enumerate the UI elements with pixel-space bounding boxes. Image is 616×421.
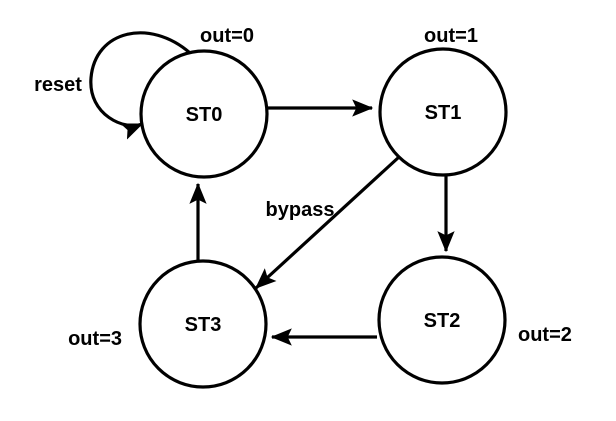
transition-st0-self-reset[interactable]: reset bbox=[34, 31, 192, 140]
state-circle-st2 bbox=[377, 255, 507, 385]
state-node-st1[interactable]: ST1 bbox=[378, 47, 508, 177]
state-node-st0[interactable]: ST0 bbox=[139, 49, 269, 179]
state-node-st2[interactable]: ST2 bbox=[377, 255, 507, 385]
transition-st1-to-st3-bypass[interactable]: bypass bbox=[254, 155, 401, 290]
state-circle-st3 bbox=[138, 259, 268, 389]
transition-label-bypass: bypass bbox=[266, 199, 335, 221]
state-label-st2: ST2 bbox=[424, 310, 461, 332]
output-label-st1: out=1 bbox=[424, 25, 478, 47]
self-loop-path-reset bbox=[89, 31, 192, 140]
state-label-st3: ST3 bbox=[185, 314, 222, 336]
output-label-st0: out=0 bbox=[200, 25, 254, 47]
state-label-st0: ST0 bbox=[186, 104, 223, 126]
state-label-st1: ST1 bbox=[425, 102, 462, 124]
state-node-st3[interactable]: ST3 bbox=[138, 259, 268, 389]
output-label-st3: out=3 bbox=[68, 328, 122, 350]
edge-line-st1-st3 bbox=[254, 155, 401, 290]
state-circle-st1 bbox=[378, 47, 508, 177]
transition-label-reset: reset bbox=[34, 74, 82, 96]
output-label-st2: out=2 bbox=[518, 324, 572, 346]
state-circle-st0 bbox=[139, 49, 269, 179]
